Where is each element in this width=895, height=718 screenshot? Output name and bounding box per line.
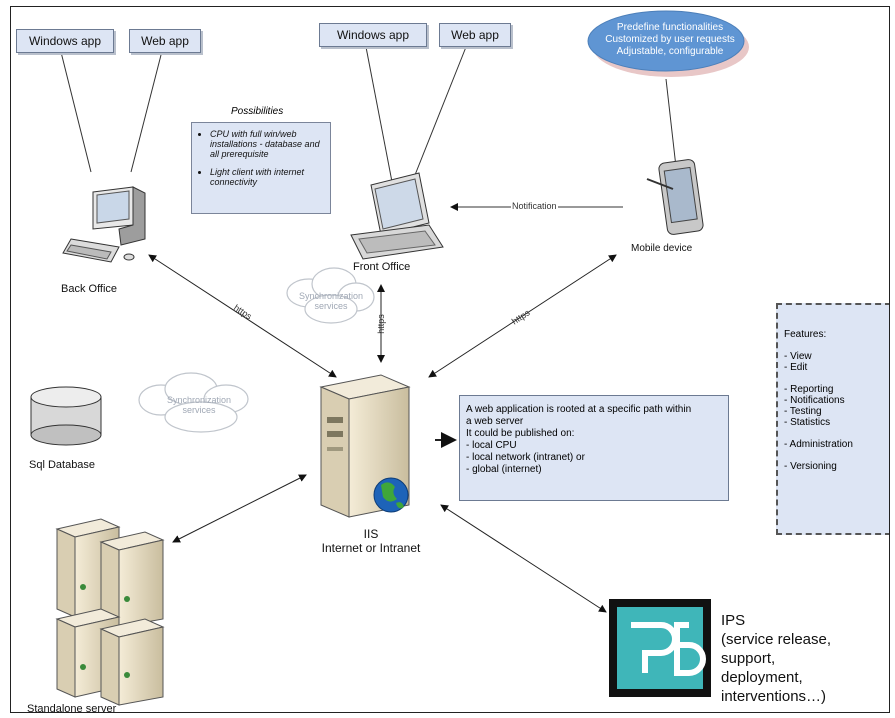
https-center-label: https <box>375 314 386 334</box>
feature-item: - View <box>784 351 812 362</box>
features-box: Features: - View - Edit - Reporting - No… <box>776 303 889 535</box>
mobile-ellipse-text: Predefine functionalities Customized by … <box>595 22 745 58</box>
sync-cloud-top-line1: Synchronization <box>299 291 364 301</box>
front-office-windows-app-box: Windows app <box>319 23 427 47</box>
back-office-web-app-box: Web app <box>129 29 201 53</box>
feature-item: - Edit <box>784 362 808 373</box>
front-office-label: Front Office <box>353 261 411 273</box>
feature-item: - Statistics <box>784 417 831 428</box>
possibility-item: CPU with full win/web installations - da… <box>210 129 326 159</box>
feature-item: - Versioning <box>784 461 837 472</box>
sync-cloud-top-text: Synchronization services <box>299 291 363 311</box>
ellipse-line-3: Adjustable, configurable <box>616 46 724 57</box>
sql-database <box>30 386 102 446</box>
features-title: Features: <box>784 329 827 340</box>
sync-cloud-top-line2: services <box>314 301 348 311</box>
feature-item: - Notifications <box>784 395 845 406</box>
iis-server <box>319 374 411 518</box>
possibility-item: Light client with internet connectivity <box>210 167 326 187</box>
iis-label-line1: IIS <box>363 527 379 541</box>
diagram-frame: Windows app Web app Windows app Web app … <box>10 6 890 713</box>
feature-item: - Testing <box>784 406 822 417</box>
standalone-server <box>55 518 165 706</box>
sync-cloud-left-text: Synchronization services <box>159 395 239 415</box>
iis-desc-line: - local network (intranet) or <box>466 452 585 463</box>
iis-label-line2: Internet or Intranet <box>321 541 421 555</box>
back-office-label: Back Office <box>61 283 118 295</box>
iis-desc-line: It could be published on: <box>466 428 575 439</box>
front-office-laptop <box>350 172 444 260</box>
ips-line: deployment, <box>721 669 803 686</box>
possibilities-box: CPU with full win/web installations - da… <box>191 122 331 214</box>
feature-item: - Reporting <box>784 384 834 395</box>
sync-cloud-left-line1: Synchronization <box>166 395 232 405</box>
possibilities-title: Possibilities <box>231 106 284 117</box>
feature-item: - Administration <box>784 439 853 450</box>
back-office-computer <box>62 186 146 263</box>
notification-label: Notification <box>511 201 558 211</box>
iis-desc-line: - global (internet) <box>466 464 542 475</box>
standalone-server-label: Standalone server <box>27 703 117 713</box>
mobile-device <box>646 159 704 235</box>
iis-desc-line: A web application is rooted at a specifi… <box>466 404 692 415</box>
ips-text: IPS (service release, support, deploymen… <box>721 611 831 706</box>
ips-line: (service release, <box>721 631 832 648</box>
front-office-web-app-box: Web app <box>439 23 511 47</box>
connector-layer <box>30 10 749 706</box>
sync-cloud-left <box>138 372 249 433</box>
ips-line: interventions…) <box>721 688 827 705</box>
ips-logo <box>609 599 711 697</box>
sync-cloud-top <box>286 267 375 324</box>
sql-database-label: Sql Database <box>29 459 96 471</box>
front-office-windows-app-label: Windows app <box>336 28 410 42</box>
mobile-device-label: Mobile device <box>631 243 693 254</box>
iis-desc-line: a web server <box>466 416 524 427</box>
iis-description-box: A web application is rooted at a specifi… <box>459 395 729 501</box>
sync-cloud-left-line2: services <box>182 405 216 415</box>
ellipse-line-1: Predefine functionalities <box>616 22 724 33</box>
back-office-windows-app-label: Windows app <box>28 34 102 48</box>
front-office-web-app-label: Web app <box>451 28 499 42</box>
iis-label: IIS Internet or Intranet <box>311 527 431 555</box>
back-office-web-app-label: Web app <box>141 34 189 48</box>
ips-line: support, <box>721 650 776 667</box>
ellipse-line-2: Customized by user requests <box>605 34 735 45</box>
ips-line: IPS <box>721 612 746 629</box>
iis-desc-line: - local CPU <box>466 440 517 451</box>
back-office-windows-app-box: Windows app <box>16 29 114 53</box>
